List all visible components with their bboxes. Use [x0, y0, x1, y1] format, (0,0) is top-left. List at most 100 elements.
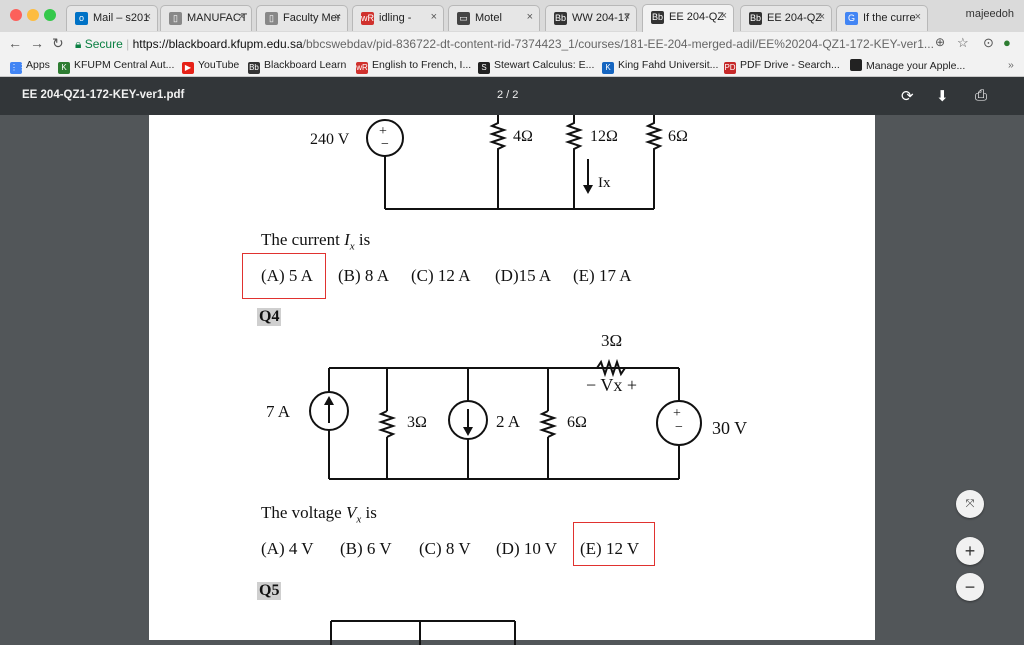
tab-favicon-icon: ▯	[265, 12, 278, 25]
circuit-diagram-2	[309, 358, 702, 480]
bookmark-label: King Fahd Universit...	[618, 59, 719, 71]
zoom-icon[interactable]: ⊕	[935, 35, 946, 49]
option-e: (E) 12 V	[580, 539, 640, 558]
download-icon[interactable]: ⬇	[936, 88, 949, 105]
tab-close-icon[interactable]: ×	[623, 11, 630, 23]
browser-tab[interactable]: ▭Motel ×	[448, 5, 540, 31]
maximize-window-icon[interactable]	[44, 9, 56, 21]
bookmark-label: Stewart Calculus: E...	[494, 59, 595, 71]
profile-name[interactable]: majeedoh	[965, 8, 1014, 20]
bookmark-item[interactable]: ⋮⋮Apps	[10, 59, 50, 74]
tab-label: Faculty Mer	[283, 12, 341, 24]
question-suffix: is	[361, 503, 377, 522]
secure-label: Secure	[84, 37, 123, 51]
resistor-4ohm	[488, 115, 508, 209]
bookmark-item[interactable]: ▶YouTube	[182, 59, 239, 74]
bookmark-label: PDF Drive - Search...	[740, 59, 840, 71]
option-d: (D)15 A	[495, 266, 552, 285]
browser-tab[interactable]: Bb WW 204-17×	[545, 5, 637, 31]
option-b: (B) 8 A	[338, 266, 389, 285]
bookmark-item[interactable]: S Stewart Calculus: E...	[478, 59, 594, 74]
more-bookmarks-icon[interactable]: »	[1008, 59, 1014, 71]
zoom-out-button[interactable]: −	[956, 573, 984, 601]
bookmark-item[interactable]: wR English to French, I...	[356, 59, 471, 74]
resistor-label: 12Ω	[590, 128, 618, 145]
bookmark-icon	[850, 59, 862, 71]
bookmark-item[interactable]: Manage your Apple...	[850, 59, 965, 72]
bookmark-item[interactable]: PD PDF Drive - Search...	[724, 59, 840, 74]
variable-subscript: x	[356, 513, 362, 526]
bookmark-icon: K	[58, 62, 70, 74]
url-path: /bbcswebdav/pid-836722-dt-content-rid-73…	[302, 37, 934, 51]
tab-label: If the curre	[863, 12, 916, 24]
resistor-3ohm	[377, 410, 397, 438]
bookmark-star-icon[interactable]: ☆	[957, 35, 969, 50]
resistor-label: 6Ω	[668, 128, 688, 145]
tab-label: idling -	[379, 12, 412, 24]
option-e: (E) 17 A	[573, 266, 632, 285]
voltage-label: − Vx +	[586, 375, 637, 395]
rotate-icon[interactable]: ⟳	[901, 88, 914, 105]
option-a: (A) 5 A	[261, 266, 313, 285]
page-indicator: 2 / 2	[497, 89, 519, 101]
print-icon[interactable]: ⎙	[975, 87, 988, 104]
source-label: 30 V	[712, 418, 748, 438]
browser-tab[interactable]: ▯ Faculty Mer×	[256, 5, 348, 31]
bookmark-icon: S	[478, 62, 490, 74]
bookmark-icon: K	[602, 62, 614, 74]
tab-close-icon[interactable]: ×	[526, 11, 533, 23]
tab-close-icon[interactable]: ×	[914, 11, 921, 23]
variable: V	[345, 503, 357, 522]
answer-highlight	[242, 253, 326, 299]
bookmark-icon: wR	[356, 62, 368, 74]
fit-page-icon[interactable]: ⤧	[956, 490, 984, 518]
circuit-diagram-3	[330, 620, 516, 645]
browser-tab[interactable]: ▯MANUFACT×	[160, 5, 252, 31]
zoom-in-button[interactable]: +	[956, 537, 984, 565]
forward-icon[interactable]: →	[30, 35, 44, 51]
answer-highlight	[573, 522, 655, 566]
resistor-label: 6Ω	[567, 414, 587, 431]
tab-favicon-icon: ▭	[457, 12, 470, 25]
url-input[interactable]: 🔒︎ Secure | https://blackboard.kfupm.edu…	[75, 37, 934, 51]
close-window-icon[interactable]	[10, 9, 22, 21]
minimize-window-icon[interactable]	[27, 9, 39, 21]
minus-sign: −	[675, 420, 683, 435]
reload-icon[interactable]: ↻	[52, 35, 64, 51]
tab-close-icon[interactable]: ×	[238, 11, 245, 23]
tab-close-icon[interactable]: ×	[334, 11, 341, 23]
pdf-toolbar: EE 204-QZ1-172-KEY-ver1.pdf 2 / 2 ⟳ ⬇ ⎙	[0, 77, 1024, 115]
resistor-label: 3Ω	[601, 331, 623, 350]
bookmark-icon: PD	[724, 62, 736, 74]
tab-label: WW 204-17	[572, 12, 631, 24]
plus-sign: +	[673, 406, 681, 421]
question-prefix: The current	[261, 230, 345, 249]
bookmark-label: English to French, I...	[372, 59, 472, 71]
extension-icon[interactable]: ⊙	[983, 35, 994, 50]
tab-close-icon[interactable]: ×	[818, 11, 825, 23]
question-suffix: is	[354, 230, 371, 249]
option-c: (C) 12 A	[411, 266, 471, 285]
question-text: The voltage Vx is	[261, 503, 377, 525]
tab-close-icon[interactable]: ×	[430, 11, 437, 23]
extension-green-icon[interactable]: ●	[1003, 35, 1011, 50]
tab-close-icon[interactable]: ×	[720, 10, 727, 22]
bookmark-item[interactable]: K King Fahd Universit...	[602, 59, 718, 74]
tab-label: MANUFACT	[187, 12, 247, 24]
tab-close-icon[interactable]: ×	[144, 11, 151, 23]
tab-label: EE 204-QZ	[767, 12, 823, 24]
back-icon[interactable]: ←	[8, 35, 22, 51]
tab-favicon-icon: Bb	[554, 12, 567, 25]
pdf-page: 240 V + − 4Ω 12Ω 6Ω Ix The current Ix is…	[149, 115, 875, 645]
question-prefix: The voltage	[261, 503, 346, 522]
option-c: (C) 8 V	[419, 539, 471, 558]
bookmark-icon: ▶	[182, 62, 194, 74]
